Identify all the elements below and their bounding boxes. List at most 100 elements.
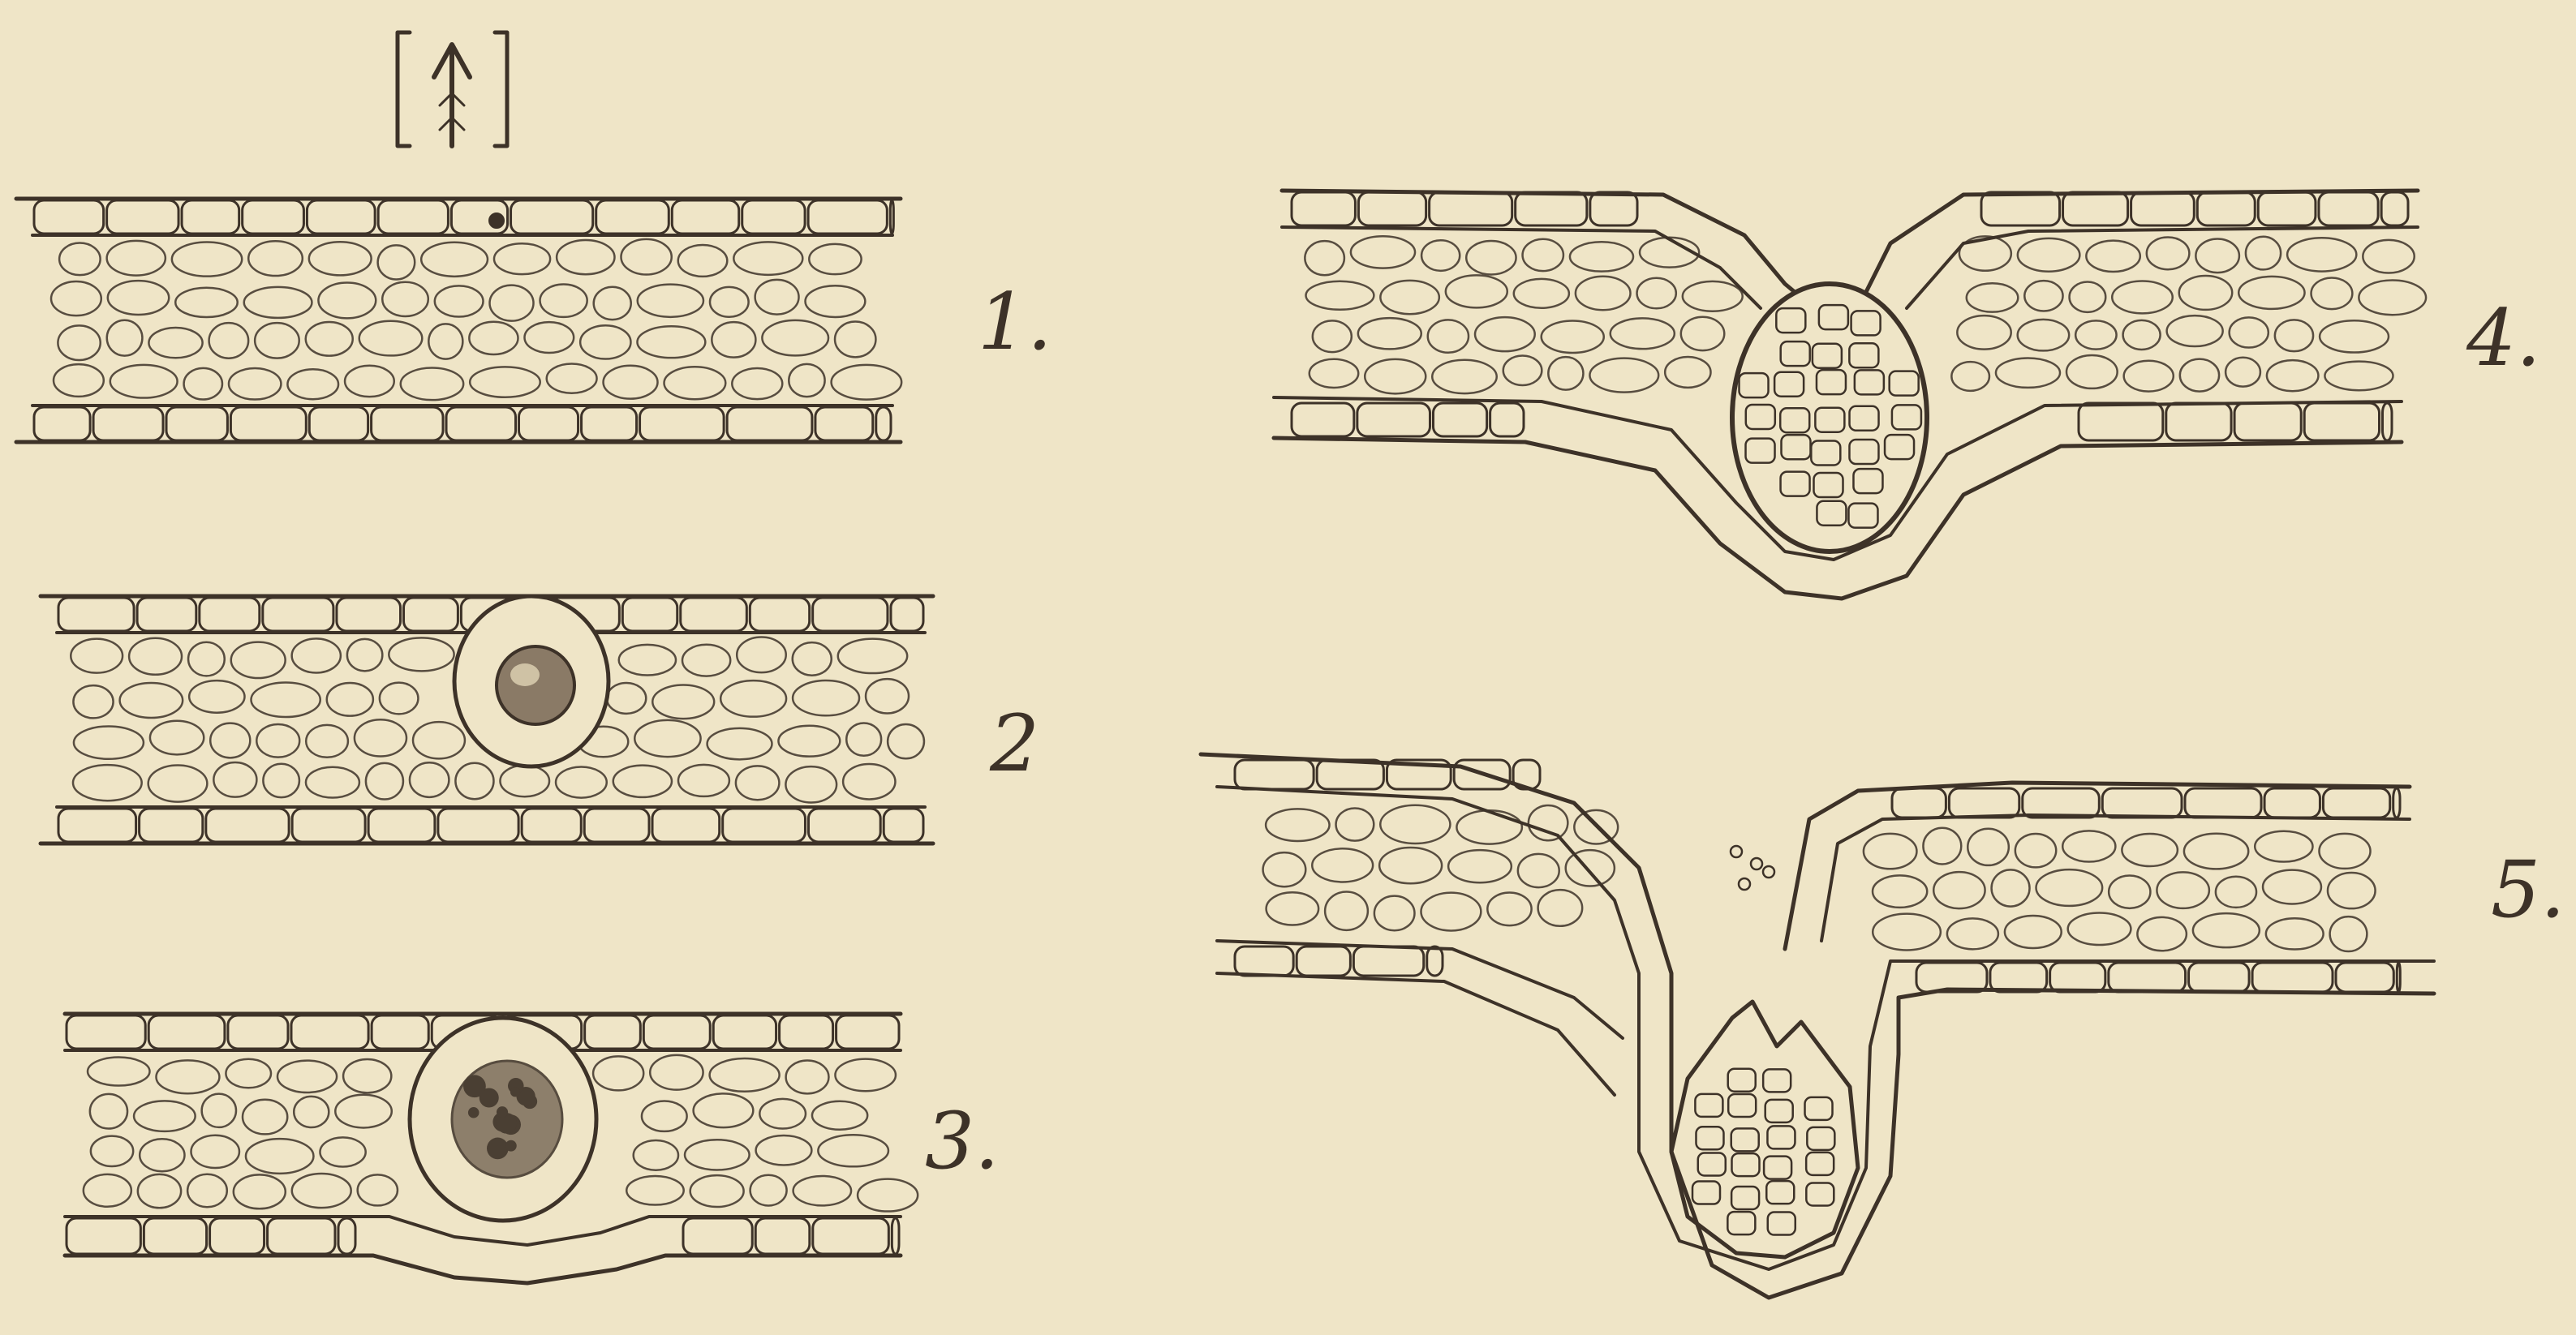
epidermal-cell xyxy=(34,407,90,440)
mesophyll-cell xyxy=(2018,320,2069,351)
epidermal-cell xyxy=(815,407,873,440)
mesophyll-cell xyxy=(710,1058,780,1092)
mesophyll-cell xyxy=(51,281,101,316)
mesophyll-cell xyxy=(652,685,714,719)
mesophyll-cell xyxy=(435,285,484,316)
inner-cell xyxy=(1807,1127,1834,1150)
extruded-cell xyxy=(1751,858,1762,869)
epidermal-cell xyxy=(596,200,669,234)
epidermal-cell xyxy=(2050,963,2105,992)
epidermal-cell xyxy=(2234,403,2301,440)
epidermal-cell xyxy=(140,809,203,842)
epidermal-cell xyxy=(2063,192,2128,225)
mesophyll-cell xyxy=(389,637,454,671)
epidermal-cell xyxy=(438,809,518,842)
mesophyll-cell xyxy=(1548,357,1583,389)
epidermal-cell xyxy=(2381,192,2408,225)
epidermal-cell xyxy=(34,200,104,234)
mesophyll-cell xyxy=(455,763,493,799)
mesophyll-cell xyxy=(638,285,703,317)
mesophyll-cell xyxy=(2263,870,2321,904)
mesophyll-cell xyxy=(732,368,782,399)
mesophyll-cell xyxy=(786,1061,829,1094)
mesophyll-cell xyxy=(1992,869,2030,906)
mesophyll-cell xyxy=(888,724,924,758)
extruded-cell xyxy=(1739,878,1750,890)
figure-3-cell-enlarged xyxy=(65,1014,918,1283)
mesophyll-cell xyxy=(690,1175,744,1207)
mesophyll-cell xyxy=(594,287,631,320)
mesophyll-cell xyxy=(2359,281,2426,316)
mesophyll-cell xyxy=(2062,831,2115,861)
epidermal-cell xyxy=(67,1015,145,1049)
epidermal-cell xyxy=(2252,963,2333,992)
epidermal-cell xyxy=(2185,788,2261,818)
mesophyll-cell xyxy=(835,1059,896,1092)
lower-epidermis-outline xyxy=(65,1256,901,1283)
epidermal-cell xyxy=(404,598,458,631)
mesophyll-cell xyxy=(2324,362,2393,391)
mesophyll-cell xyxy=(189,680,244,713)
epidermal-cell xyxy=(372,407,443,440)
epidermal-cell xyxy=(890,200,893,234)
epidermal-cell xyxy=(876,407,891,440)
mesophyll-cell xyxy=(1336,808,1374,840)
mesophyll-cell xyxy=(129,638,182,675)
mesophyll-cell xyxy=(74,726,144,758)
epidermal-cell xyxy=(681,598,747,631)
figure-1-flat-tissue xyxy=(16,199,901,442)
inner-cell xyxy=(1764,1157,1791,1179)
epidermal-cell xyxy=(307,200,375,234)
inner-cell xyxy=(1765,1100,1793,1123)
epidermal-cell xyxy=(2079,403,2163,440)
mesophyll-cell xyxy=(134,1101,196,1131)
epidermal-cell xyxy=(337,598,401,631)
mesophyll-cell xyxy=(306,767,359,798)
mesophyll-cell xyxy=(2157,872,2208,908)
mesophyll-cell xyxy=(2195,239,2239,273)
mesophyll-cell xyxy=(1325,892,1368,930)
mesophyll-cell xyxy=(1379,848,1442,883)
granule xyxy=(487,1138,509,1160)
mesophyll-cell xyxy=(756,1135,812,1165)
mesophyll-cell xyxy=(1432,360,1496,393)
mesophyll-cell xyxy=(202,1094,236,1127)
mesophyll-cell xyxy=(789,364,824,397)
epidermal-cell xyxy=(727,407,812,440)
mesophyll-cell xyxy=(1523,239,1563,271)
mesophyll-cell xyxy=(835,322,875,358)
mesophyll-cell xyxy=(292,1174,351,1208)
mesophyll-cell xyxy=(759,1099,806,1129)
mesophyll-cell xyxy=(150,721,204,755)
mesophyll-cell xyxy=(1380,805,1450,843)
mesophyll-cell xyxy=(2255,831,2312,862)
mesophyll-cell xyxy=(2066,355,2118,388)
orientation-mark xyxy=(398,32,507,146)
inner-cell xyxy=(1695,1094,1722,1117)
epidermal-cell xyxy=(1892,788,1946,818)
inner-cell xyxy=(1731,1153,1759,1176)
mesophyll-cell xyxy=(694,1093,754,1127)
upper-epidermis-inner-left xyxy=(1282,227,1761,308)
mesophyll-cell xyxy=(209,323,249,358)
mesophyll-cell xyxy=(2363,240,2414,273)
mesophyll-cell xyxy=(320,1137,365,1166)
epidermal-cell xyxy=(2258,192,2316,225)
epidermal-cell xyxy=(67,1218,140,1254)
mesophyll-cell xyxy=(634,1140,678,1170)
epidermal-cell xyxy=(58,809,136,842)
epidermal-cell xyxy=(640,407,725,440)
epidermal-cell xyxy=(148,1015,225,1049)
mesophyll-cell xyxy=(2312,277,2353,309)
mesophyll-cell xyxy=(812,1101,867,1130)
mesophyll-cell xyxy=(2319,834,2370,869)
epidermal-cell xyxy=(182,200,239,234)
mesophyll-cell xyxy=(2137,917,2186,951)
inner-cell xyxy=(1727,1212,1755,1234)
mesophyll-cell xyxy=(710,287,749,317)
mesophyll-cell xyxy=(793,680,859,715)
epidermal-cell xyxy=(368,809,435,842)
mesophyll-cell xyxy=(858,1179,918,1212)
epidermal-cell xyxy=(808,200,887,234)
